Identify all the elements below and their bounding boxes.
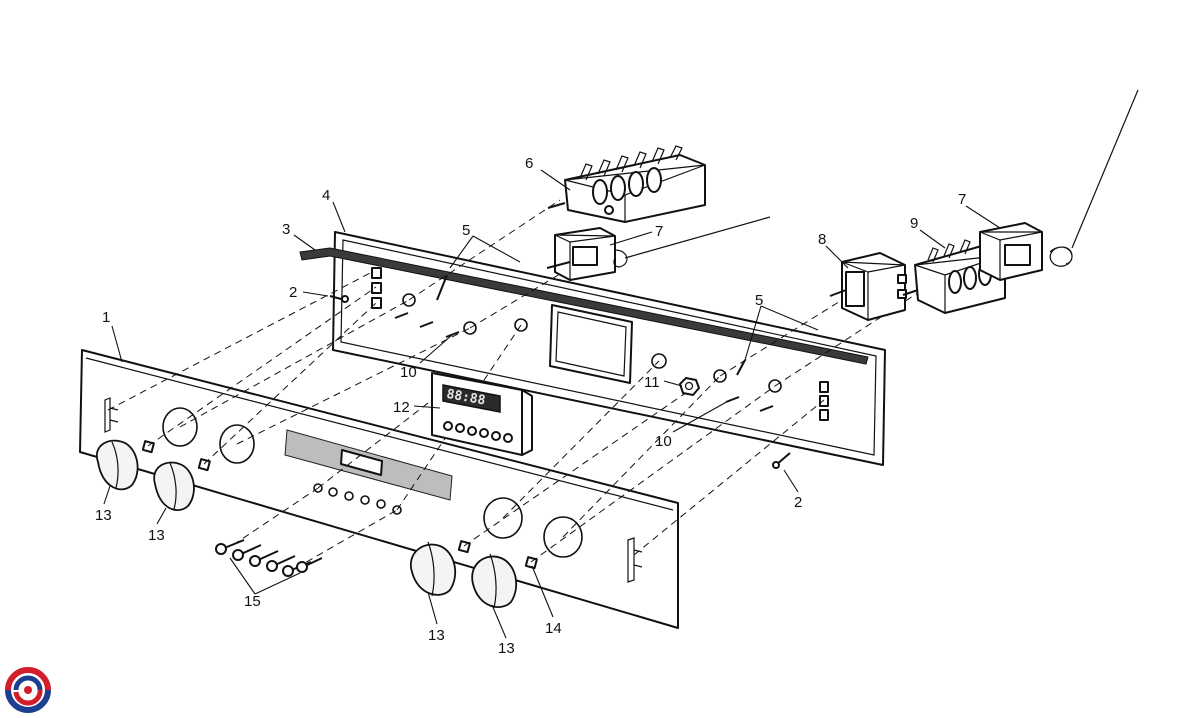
selector-switch bbox=[547, 145, 706, 223]
callout-10-left: 10 bbox=[400, 364, 417, 381]
control-knob-2 bbox=[153, 461, 195, 511]
energy-regulator bbox=[829, 252, 907, 321]
push-button-rods bbox=[215, 539, 323, 577]
callout-labels: 1 2 2 3 4 5 5 6 7 7 8 9 10 10 11 12 13 1… bbox=[95, 155, 966, 657]
front-fascia-panel bbox=[79, 349, 679, 629]
assembly-guide-lines bbox=[107, 199, 931, 569]
callout-2-left: 2 bbox=[289, 284, 297, 301]
fixing-screws bbox=[329, 274, 791, 469]
timer-display-text: 88:88 bbox=[445, 387, 486, 409]
hex-nut bbox=[679, 377, 700, 396]
callout-10-right: 10 bbox=[655, 433, 672, 450]
callout-8: 8 bbox=[818, 231, 826, 248]
callout-13-b: 13 bbox=[148, 527, 165, 544]
swirl-logo-icon bbox=[4, 666, 52, 714]
callout-11: 11 bbox=[644, 374, 660, 391]
digital-timer: 88:88 bbox=[431, 372, 533, 456]
screw-10c bbox=[445, 331, 460, 338]
control-knob-3 bbox=[409, 541, 457, 597]
seal-strip bbox=[299, 247, 869, 365]
callout-13-a: 13 bbox=[95, 507, 112, 524]
screw-2-left bbox=[329, 295, 349, 303]
screw-2-right bbox=[772, 452, 791, 469]
screw-10a bbox=[394, 312, 409, 319]
callout-5-left: 5 bbox=[462, 222, 470, 239]
control-knob-1 bbox=[95, 439, 139, 491]
callout-5-right: 5 bbox=[755, 292, 763, 309]
screw-10e bbox=[759, 405, 774, 412]
callout-13-c: 13 bbox=[428, 627, 445, 644]
control-knob-4 bbox=[471, 553, 518, 609]
callout-1: 1 bbox=[102, 309, 110, 326]
callout-9: 9 bbox=[910, 215, 918, 232]
callout-13-d: 13 bbox=[498, 640, 515, 657]
callout-7-right: 7 bbox=[958, 191, 966, 208]
thermostat-right bbox=[979, 89, 1139, 281]
screw-5b bbox=[736, 359, 746, 376]
callout-15: 15 bbox=[244, 593, 261, 610]
callout-14: 14 bbox=[545, 620, 562, 637]
leader-lines bbox=[103, 169, 1001, 639]
callout-2-right: 2 bbox=[794, 494, 802, 511]
callout-3: 3 bbox=[282, 221, 290, 238]
screw-10b bbox=[419, 321, 434, 328]
thermostat-left bbox=[546, 216, 771, 281]
screw-5a bbox=[436, 274, 448, 301]
callout-7-left: 7 bbox=[655, 223, 663, 240]
callout-12: 12 bbox=[393, 399, 410, 416]
callout-6: 6 bbox=[525, 155, 533, 172]
callout-4: 4 bbox=[322, 187, 330, 204]
